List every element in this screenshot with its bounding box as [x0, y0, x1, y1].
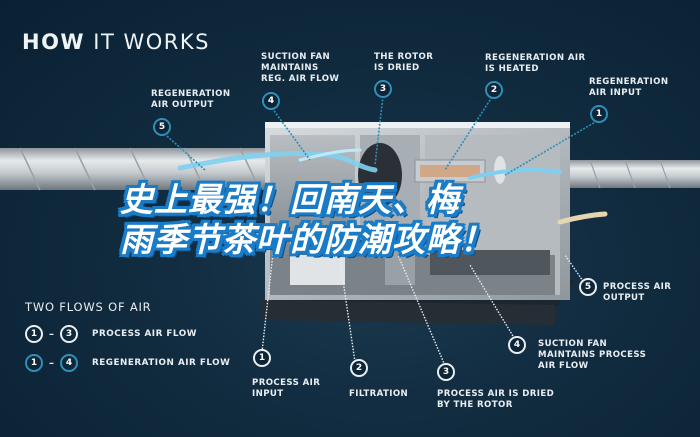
- step-label-rotor-dried: THE ROTOR IS DRIED: [374, 52, 434, 73]
- legend-badge-to: 3: [60, 325, 78, 343]
- step-label-regeneration-heated: REGENERATION AIR IS HEATED: [485, 53, 586, 74]
- legend-row-process: 1 – 3 PROCESS AIR FLOW: [25, 325, 197, 343]
- step-label-regeneration-air-output: REGENERATION AIR OUTPUT: [151, 89, 231, 110]
- legend-dash: –: [49, 328, 54, 340]
- page-title: HOW IT WORKS: [22, 30, 210, 54]
- legend-label: PROCESS AIR FLOW: [92, 329, 197, 339]
- headline-line-2: 雨季节茶叶的防潮攻略！: [120, 220, 494, 259]
- step-badge-3: 3: [374, 80, 392, 98]
- step-label-process-dried: PROCESS AIR IS DRIED BY THE ROTOR: [437, 389, 555, 410]
- bottom-badge-1: 1: [253, 349, 271, 367]
- bottom-badge-3: 3: [437, 363, 455, 381]
- bottom-badge-4: 4: [508, 336, 526, 354]
- bottom-leader-lines: [261, 234, 586, 369]
- step-label-filtration: FILTRATION: [349, 389, 409, 399]
- legend-label: REGENERATION AIR FLOW: [92, 358, 231, 368]
- headline-line-1: 史上最强！回南天、梅: [120, 180, 460, 219]
- legend-badge-to: 4: [60, 354, 78, 372]
- step-badge-1: 1: [590, 105, 608, 123]
- machine-body: [265, 122, 570, 300]
- legend-row-regeneration: 1 – 4 REGENERATION AIR FLOW: [25, 354, 230, 372]
- legend-dash: –: [49, 357, 54, 369]
- step-label-suction-fan-reg: SUCTION FAN MAINTAINS REG. AIR FLOW: [261, 52, 340, 84]
- step-badge-5: 5: [153, 118, 171, 136]
- step-label-process-air-output: PROCESS AIR OUTPUT: [603, 282, 672, 303]
- step-label-suction-fan-process: SUCTION FAN MAINTAINS PROCESS AIR FLOW: [538, 339, 647, 371]
- bottom-badge-5: 5: [579, 278, 597, 296]
- legend-title: TWO FLOWS OF AIR: [25, 300, 152, 314]
- airflow-ribbons: [177, 148, 608, 243]
- legend-badge-from: 1: [25, 325, 43, 343]
- bottom-badge-2: 2: [350, 359, 368, 377]
- legend-badge-from: 1: [25, 354, 43, 372]
- step-badge-4: 4: [262, 92, 280, 110]
- left-duct: [0, 147, 285, 191]
- top-leader-lines: [166, 95, 598, 176]
- step-badge-2: 2: [485, 81, 503, 99]
- headline-overlay: 史上最强！回南天、梅 雨季节茶叶的防潮攻略！: [120, 180, 600, 260]
- step-label-regeneration-input: REGENERATION AIR INPUT: [589, 77, 669, 98]
- step-label-process-air-input: PROCESS AIR INPUT: [252, 378, 321, 399]
